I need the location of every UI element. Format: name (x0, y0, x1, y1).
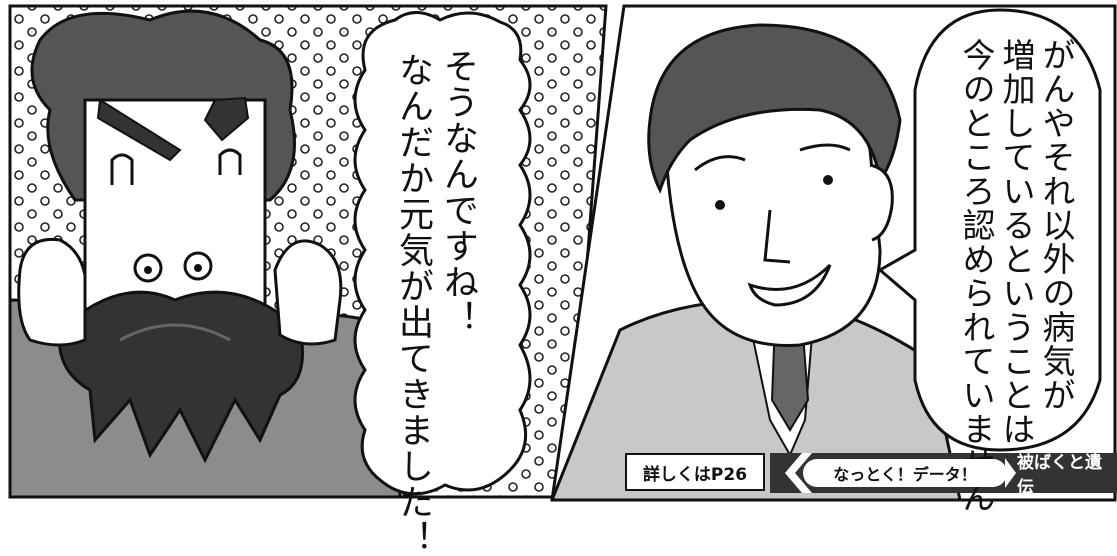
speech-right-line-2: 増加しているということは (997, 38, 1036, 446)
speech-balloon-right (877, 8, 1102, 452)
speech-left-line-1: そうなんですね！ (438, 48, 478, 336)
speech-right-line-1: がんやそれ以外の病気が (1037, 38, 1076, 412)
speech-balloon-left (353, 11, 532, 496)
page-reference: 詳しくはP26 (625, 453, 765, 491)
series-label-text: なっとく！データ！ (833, 465, 977, 484)
comic-strip: そうなんですね！ なんだか元気が出てきました！ がんやそれ以外の病気が 増加して… (8, 4, 1117, 556)
speech-left-line-2: なんだか元気が出てきました！ (393, 52, 433, 556)
panel-left (8, 4, 608, 499)
panel-right (550, 4, 1117, 502)
character-suited-man (552, 23, 962, 500)
footer: 詳しくはP26 なっとく！データ！ 被ばくと遺伝 (625, 453, 1115, 498)
topic-label: 被ばくと遺伝 (1017, 453, 1115, 498)
speech-right-line-3: 今のところ認められていません (957, 38, 996, 514)
topic-label-text: 被ばくと遺伝 (1017, 453, 1102, 498)
character-bearded-man (10, 9, 402, 497)
series-label: なっとく！データ！ (803, 459, 1007, 487)
page-reference-text: 詳しくはP26 (642, 464, 748, 485)
comic-artwork (8, 4, 1117, 502)
